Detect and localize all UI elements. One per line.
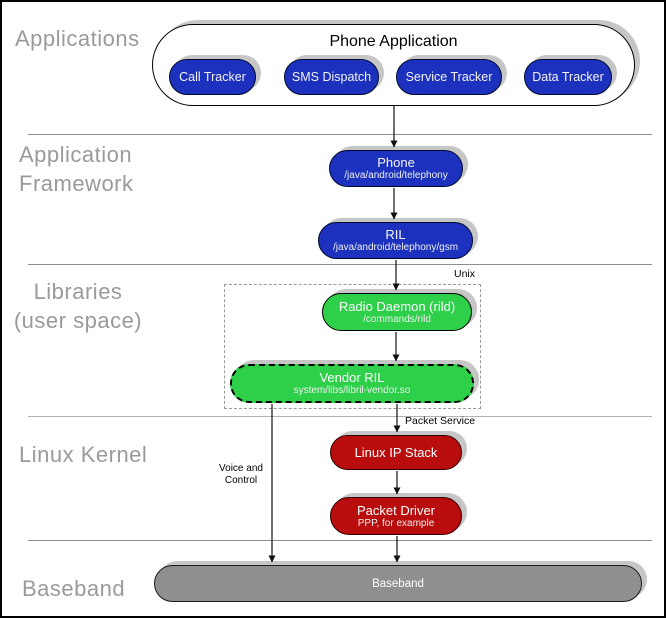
sms-dispatch-label: SMS Dispatch (291, 70, 372, 84)
section-label-application-framework-line1: Application (19, 142, 133, 167)
section-label-application-framework-line2: Framework (19, 171, 134, 196)
edge-label-packet-service: Packet Service (405, 415, 475, 427)
phone-title: Phone (377, 155, 415, 170)
section-label-applications: Applications (15, 24, 140, 53)
edge-label-voice-control: Voice and Control (205, 463, 277, 487)
separator-framework-libraries (28, 264, 652, 265)
unix-group-box (224, 284, 481, 409)
radio-daemon-subtitle: /commands/rild (363, 313, 431, 325)
baseband-pill-label: Baseband (372, 577, 424, 590)
section-label-libraries-line2: (user space) (13, 308, 143, 333)
node-sms-dispatch: SMS Dispatch (284, 59, 379, 95)
separator-kernel-baseband (28, 540, 652, 541)
node-phone: Phone /java/android/telephony (329, 150, 463, 187)
packet-driver-subtitle: PPP, for example (357, 517, 435, 529)
data-tracker-label: Data Tracker (532, 70, 604, 84)
node-radio-daemon: Radio Daemon (rild) /commands/rild (322, 293, 472, 331)
section-label-baseband: Baseband (22, 574, 125, 603)
ril-subtitle: /java/android/telephony/gsm (332, 242, 459, 253)
section-label-applications-text: Applications (15, 26, 140, 51)
node-data-tracker: Data Tracker (524, 59, 612, 95)
service-tracker-label: Service Tracker (405, 70, 493, 84)
packet-driver-title: Packet Driver (356, 502, 436, 518)
separator-applications-framework (28, 134, 652, 135)
linux-ip-stack-title: Linux IP Stack (354, 445, 438, 460)
node-baseband: Baseband (154, 565, 642, 602)
section-label-libraries: Libraries (user space) (2, 277, 154, 335)
ril-title: RIL (385, 227, 406, 242)
voice-control-line2: Control (224, 475, 258, 486)
vendor-ril-subtitle: system/libs/libril-vendor.so (293, 385, 411, 396)
vendor-ril-title: Vendor RIL (319, 370, 385, 385)
node-vendor-ril: Vendor RIL system/libs/libril-vendor.so (230, 364, 474, 403)
phone-subtitle: /java/android/telephony (344, 170, 448, 181)
node-packet-driver: Packet Driver PPP, for example (330, 497, 462, 535)
section-label-linux-kernel-text: Linux Kernel (19, 442, 148, 467)
phone-application-title: Phone Application (329, 33, 458, 50)
section-label-baseband-text: Baseband (22, 576, 126, 601)
section-label-application-framework: Application Framework (19, 140, 134, 198)
node-call-tracker: Call Tracker (169, 59, 256, 95)
packet-service-text: Packet Service (405, 415, 476, 427)
voice-control-line1: Voice and (219, 463, 263, 474)
node-linux-ip-stack: Linux IP Stack (330, 435, 462, 470)
separator-libraries-kernel (28, 416, 652, 417)
unix-group-label-text: Unix (454, 268, 476, 280)
node-ril: RIL /java/android/telephony/gsm (318, 222, 473, 259)
section-label-linux-kernel: Linux Kernel (19, 440, 147, 469)
radio-daemon-title: Radio Daemon (rild) (338, 298, 456, 314)
node-service-tracker: Service Tracker (396, 59, 502, 95)
call-tracker-label: Call Tracker (179, 70, 246, 84)
section-label-libraries-line1: Libraries (33, 279, 123, 304)
unix-group-label: Unix (454, 268, 475, 280)
